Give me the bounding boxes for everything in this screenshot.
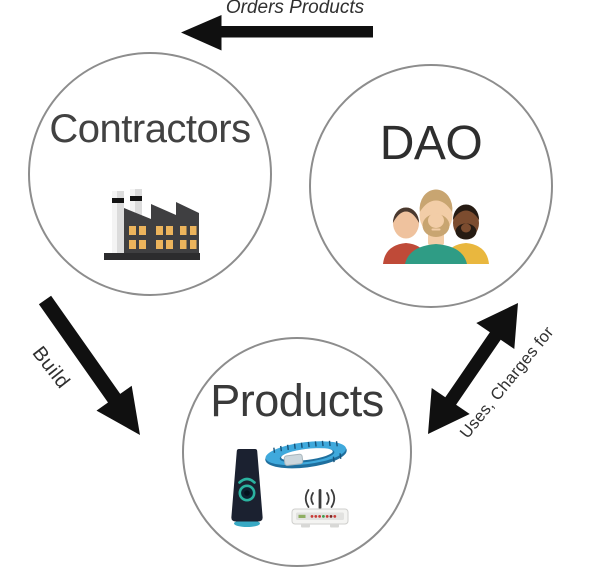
wristband-clasp [283, 453, 304, 466]
node-products: Products [182, 337, 412, 567]
router-wifi-waves [304, 489, 336, 508]
wristband-loop [265, 440, 347, 469]
products-label: Products [210, 375, 384, 426]
orders-products-arrow-label: Orders Products [225, 0, 365, 18]
factory-base [104, 253, 200, 260]
router-lights [298, 514, 337, 518]
orders-products-arrow [181, 15, 373, 51]
uses-charges-arrow [428, 303, 518, 434]
node-contractors: Contractors [28, 52, 272, 296]
wristband-ticks [273, 440, 342, 463]
build-arrow [38, 295, 140, 435]
router-foot-left [301, 524, 310, 528]
dao-label: DAO [379, 117, 483, 170]
team-member-center [405, 189, 467, 264]
speaker-dot [244, 490, 250, 496]
contractors-label: Contractors [49, 107, 251, 151]
router-icon [291, 489, 349, 528]
router-antenna [318, 489, 322, 509]
speaker-shadow [234, 520, 260, 527]
node-dao: DAO [309, 64, 553, 308]
factory-windows [129, 226, 197, 249]
smart-speaker-icon [231, 449, 263, 527]
router-foot-right [330, 524, 339, 528]
wristband-icon [265, 440, 347, 469]
speaker-wifi-arc [238, 477, 256, 484]
factory-icon [104, 189, 200, 260]
team-icon [383, 189, 489, 264]
